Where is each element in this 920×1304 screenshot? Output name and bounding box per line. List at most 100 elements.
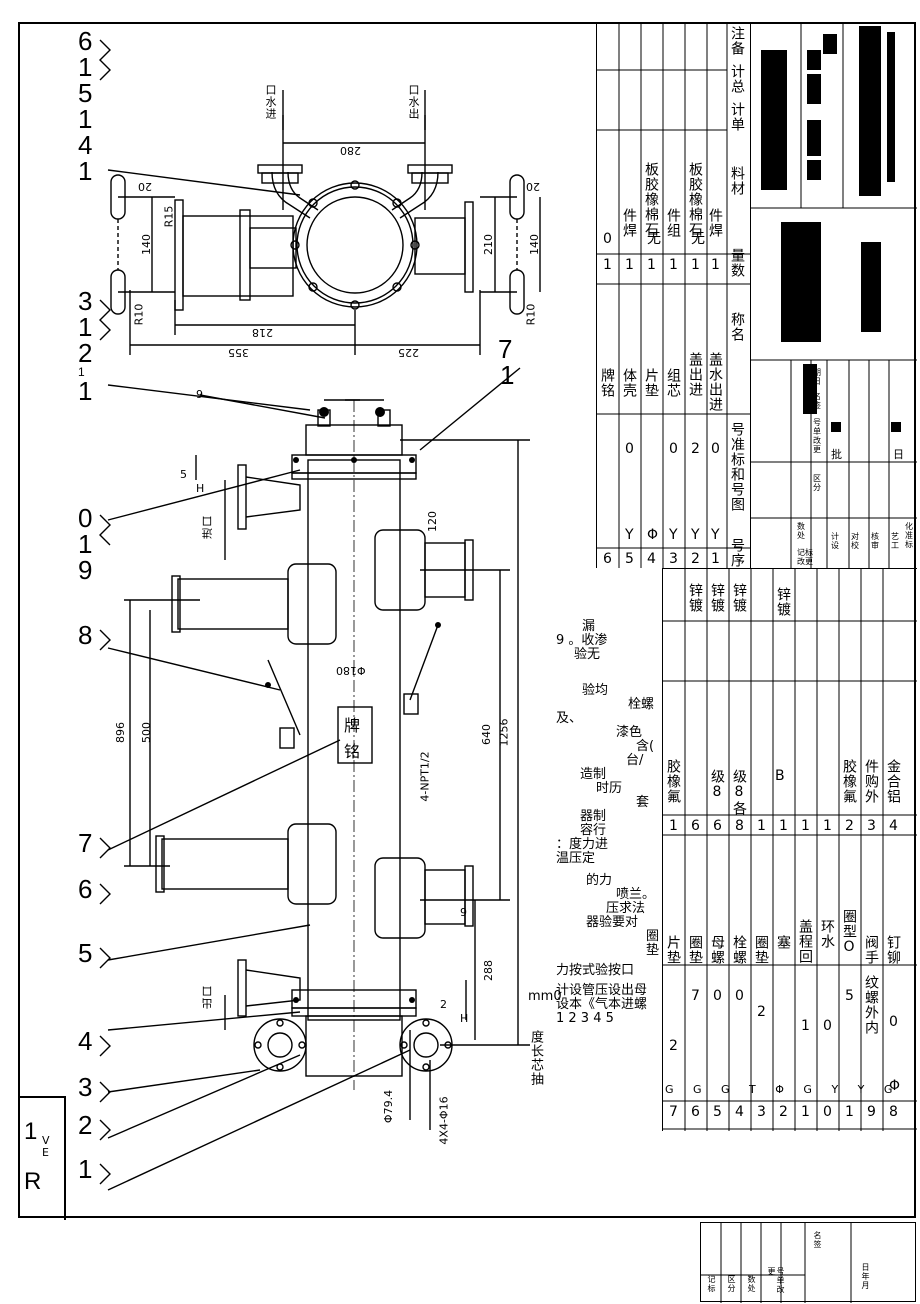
- callout-3: 3: [78, 1072, 93, 1102]
- dim-140-right: 140: [528, 234, 541, 255]
- row3-mat: 件组: [665, 208, 681, 238]
- dim-120: 120: [426, 511, 439, 532]
- lower-qty-3: 6: [713, 818, 722, 834]
- stamp-change-no: 号单改更: [767, 1267, 785, 1294]
- dim-phi79: Φ79.4: [382, 1089, 396, 1124]
- callout-7: 7: [78, 828, 93, 858]
- nameplate-text-2: 铭: [344, 742, 361, 761]
- tb-count: 数处: [797, 522, 805, 540]
- lower-seq-10: 9: [867, 1104, 876, 1120]
- header-note: 注备: [729, 26, 745, 56]
- tb-mark: 记标改更: [797, 548, 813, 566]
- lower-finish-6: 锌镀: [775, 587, 791, 617]
- dim-20-left: 20: [138, 180, 152, 193]
- stamp-mark: 记标: [707, 1275, 716, 1293]
- row5-y: Y: [625, 527, 634, 543]
- row4-seq: 4: [647, 551, 656, 567]
- row3-name: 组芯: [665, 368, 681, 398]
- dim-r15: R15: [162, 205, 176, 228]
- callout-10: 0 1 9: [78, 503, 93, 585]
- tb-change-no: 号单改更: [813, 418, 821, 454]
- lower-qty-6: 1: [779, 818, 788, 834]
- tb-design: 计设: [831, 532, 839, 550]
- dim-140-left: 140: [140, 234, 153, 255]
- row4-qty: 1: [647, 257, 656, 273]
- technical-notes: 漏 9 。收渗 验无 验均 栓螺 及、 漆色 含( 台/ 造制 时历 套 器制 …: [556, 619, 660, 1026]
- row1-mat: 件焊: [707, 208, 723, 238]
- lower-name-1: 片垫: [665, 935, 681, 965]
- lower-name-6: 塞: [775, 935, 791, 950]
- dim-288: 288: [482, 960, 495, 981]
- lower-mat-11: 金合铝: [885, 759, 901, 804]
- row5-mat: 件焊: [621, 208, 637, 238]
- lower-qty-2: 6: [691, 818, 700, 834]
- dim-npt: 4-NPT1/2: [418, 751, 432, 802]
- row3-seq: 3: [669, 551, 678, 567]
- row2-qty: 1: [691, 257, 700, 273]
- rev-r: R: [24, 1168, 42, 1195]
- row3-qty: 1: [669, 257, 678, 273]
- lower-mat-10: 件购外: [863, 759, 879, 804]
- row1-seq: 1: [711, 551, 720, 567]
- row2-std: 2: [691, 441, 700, 457]
- label-water-outlet: 口水出: [407, 84, 420, 120]
- tb-review: 核审: [871, 532, 879, 550]
- stamp-sign: 名签: [813, 1231, 822, 1249]
- lower-std-8: 0: [823, 1018, 832, 1034]
- dim-r10-left: R10: [132, 303, 146, 326]
- callout-6: 6: [78, 874, 93, 904]
- dim-r10-right: R10: [524, 303, 538, 326]
- row5-qty: 1: [625, 257, 634, 273]
- dim-280: 280: [340, 144, 361, 157]
- tb-zone: 区分: [813, 474, 821, 492]
- tb-sign: 名签: [813, 392, 821, 410]
- header-unit: 计单: [729, 102, 745, 132]
- tb-standard: 化准标: [905, 522, 913, 549]
- tb-date: 期日: [813, 368, 821, 386]
- lower-phi: Φ: [889, 1078, 901, 1094]
- title-block: 期日 名签 号单改更 区分 数处 记标改更 计设 对校 核审 艺工 化准标 批 …: [750, 22, 917, 568]
- bottom-stamp-block: 记标 区分 数处 号单改更 名签 日年月: [700, 1222, 916, 1303]
- lower-std-12: 0: [889, 1014, 898, 1030]
- tb-process: 艺工: [891, 532, 899, 550]
- lower-std-5: 2: [757, 1004, 766, 1020]
- row6-name: 牌铭: [599, 368, 615, 398]
- label-water-inlet: 口水进: [264, 84, 277, 120]
- lower-finish-2: 锌镀: [687, 583, 703, 613]
- lower-seq-3: 5: [713, 1104, 722, 1120]
- dim-218: 218: [252, 326, 273, 339]
- lower-ext-thread: 纹螺外内: [863, 975, 879, 1035]
- stamp-count: 数处: [747, 1275, 756, 1293]
- lower-qty-8: 1: [823, 818, 832, 834]
- lower-std-4: 0: [735, 988, 744, 1004]
- tb-check: 对校: [851, 532, 859, 550]
- lower-name-3: 母螺: [709, 935, 725, 965]
- stamp-date: 日年月: [861, 1263, 870, 1290]
- lower-seq-1: 7: [669, 1104, 678, 1120]
- lower-std-3: 0: [713, 988, 722, 1004]
- mark-h-top: H: [196, 482, 205, 495]
- lower-qty-7: 1: [801, 818, 810, 834]
- mechanical-drawing: [99, 39, 541, 1191]
- header-standard: 号准标和号图: [729, 422, 745, 512]
- dim-896: 896: [114, 722, 127, 743]
- parts-list-upper: 注备 计总 计单 料材 量数 称名 号准标和号图 号序 6 5 4 3 2 1 …: [596, 22, 751, 568]
- lower-qty-1: 1: [669, 818, 678, 834]
- dim-640: 640: [480, 724, 493, 745]
- lower-seq-9: 1: [845, 1104, 854, 1120]
- revision-box: 1 V E R: [18, 1096, 66, 1220]
- lower-qty-4: 8: [735, 818, 744, 834]
- lower-seq-6: 2: [779, 1104, 788, 1120]
- row1-std: 0: [711, 441, 720, 457]
- drawing-frame: [18, 22, 916, 1218]
- callout-17-a: 7: [498, 334, 513, 364]
- label-inlet: 进口: [201, 515, 214, 539]
- row5-std: 0: [625, 441, 634, 457]
- lower-seq-7: 1: [801, 1104, 810, 1120]
- rev-v: V: [42, 1134, 50, 1147]
- dim-1256: 1256: [497, 718, 511, 747]
- lower-std-1: 2: [669, 1038, 678, 1054]
- row4-name: 片垫: [643, 368, 659, 398]
- callout-2: 2: [78, 1110, 93, 1140]
- row5-name: 体壳: [621, 368, 637, 398]
